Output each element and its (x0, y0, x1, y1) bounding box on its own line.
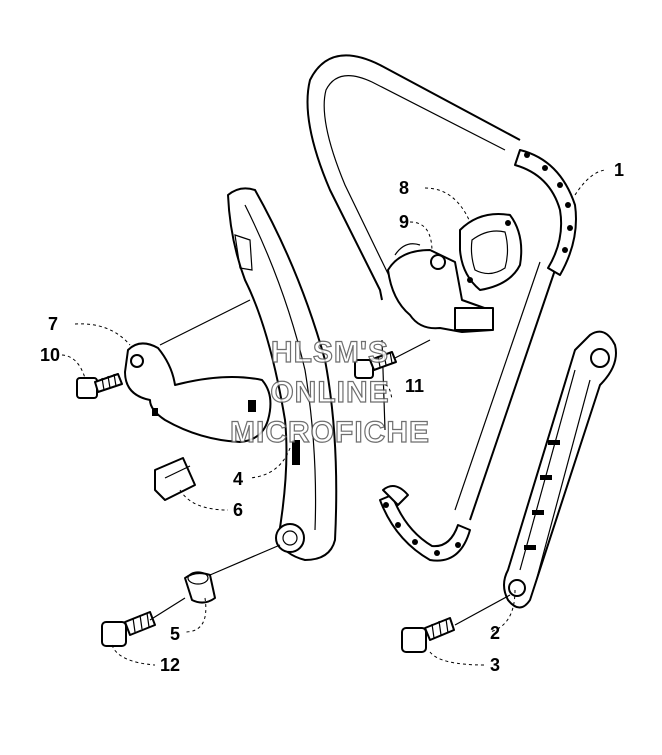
bolt-11[interactable] (354, 351, 397, 379)
watermark-line-1: HLSM'S (271, 336, 389, 369)
mounting-bracket[interactable] (124, 342, 272, 443)
collar[interactable] (184, 571, 216, 604)
callout-12: 12 (160, 655, 180, 675)
watermark: HLSM'S ONLINE MICROFICHE (229, 335, 430, 449)
chain-guide[interactable] (503, 330, 617, 609)
callout-8: 8 (399, 178, 409, 198)
bolt-10[interactable] (76, 373, 123, 399)
chain-links-upper (514, 149, 577, 276)
bolt-3[interactable] (401, 617, 455, 653)
tensioner-gasket[interactable] (459, 213, 523, 291)
damper-pad[interactable] (154, 457, 196, 501)
timing-chain[interactable] (306, 54, 577, 562)
chain-links-lower (379, 485, 471, 562)
assembly-lines (149, 299, 511, 626)
callout-9: 9 (399, 212, 409, 232)
callout-11: 11 (405, 376, 424, 396)
chain-tensioner[interactable] (387, 243, 494, 333)
callout-10: 10 (40, 345, 60, 365)
callout-1: 1 (614, 160, 624, 180)
callout-5: 5 (170, 624, 180, 644)
watermark-line-3: MICROFICHE (230, 416, 430, 449)
watermark-line-2: ONLINE (270, 376, 389, 409)
leader-lines (61, 169, 606, 666)
callout-6: 6 (233, 500, 243, 520)
bolt-12[interactable] (101, 611, 156, 647)
tensioner-arm[interactable] (227, 187, 338, 561)
callout-3: 3 (490, 655, 500, 675)
callout-4: 4 (233, 469, 243, 489)
callout-7: 7 (48, 314, 58, 334)
callout-2: 2 (490, 623, 500, 643)
